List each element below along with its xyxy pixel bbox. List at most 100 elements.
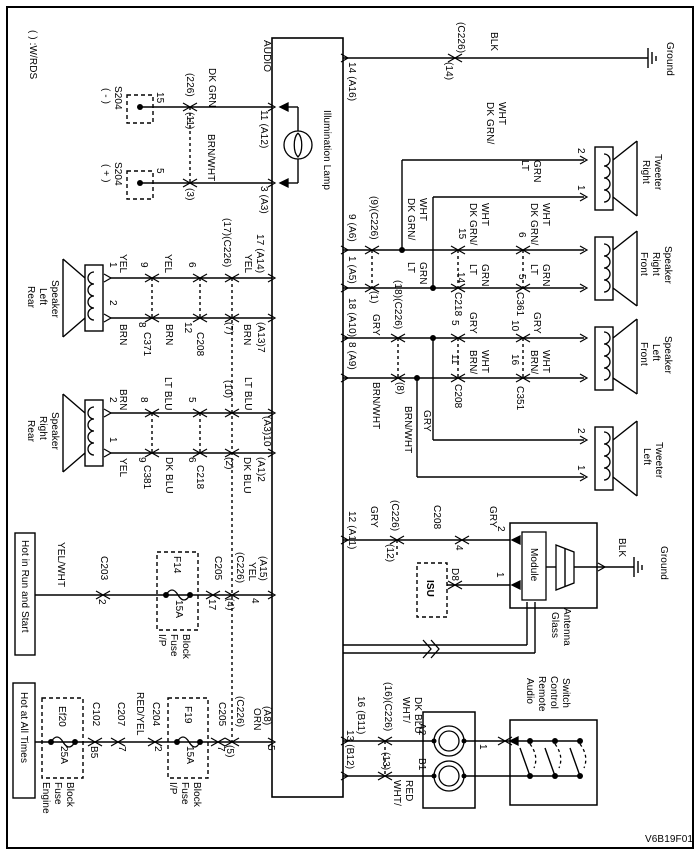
diagram-label: 8 (A9)	[346, 342, 357, 370]
diagram-label: (16)(C226)	[382, 682, 393, 732]
wire	[612, 318, 638, 339]
diagram-label: (11)	[184, 112, 195, 130]
diagram-label: WHT	[417, 198, 428, 222]
connector-chevron	[116, 737, 126, 747]
module-box	[521, 531, 547, 601]
diagram-label: RED	[403, 780, 414, 802]
diagram-label: C204	[150, 702, 161, 727]
connector-chevron	[267, 273, 277, 283]
wire	[519, 747, 531, 777]
connector-chevron	[340, 245, 350, 255]
diagram-label: 10	[509, 320, 520, 332]
diagram-label: BLK	[616, 538, 627, 558]
diagram-label: C205	[212, 556, 223, 581]
connector-chevron	[395, 535, 405, 545]
diagram-label: 12	[182, 322, 193, 334]
diagram-label: B5	[88, 746, 99, 759]
diagram-label: GRY	[421, 410, 432, 432]
diagram-label: 12 (A11)	[346, 511, 357, 550]
diagram-label: D8	[449, 568, 460, 581]
diagram-label: GRY	[368, 506, 379, 528]
connector-chevron	[370, 283, 380, 293]
connector-chevron	[267, 102, 277, 112]
diagram-label: C371	[141, 332, 152, 357]
remote-switch-box	[509, 719, 598, 806]
diagram-label: 4	[453, 545, 464, 551]
connector-chevron	[456, 373, 466, 383]
diagram-label: 8	[136, 322, 147, 328]
wire	[612, 230, 638, 251]
diagram-label: (226)	[184, 73, 195, 97]
junction-dot	[527, 738, 533, 744]
connector-chevron	[267, 737, 277, 747]
diagram-label: 11 (A12)	[258, 110, 269, 149]
diagram-label: BRN	[241, 324, 252, 346]
connector-chevron	[103, 313, 113, 323]
s204-plus-box	[126, 170, 154, 200]
diagram-label: (3)	[184, 188, 195, 201]
front-left-speaker-body	[594, 326, 614, 391]
diagram-label: BRN/WHT	[370, 382, 381, 430]
switch-arc-3	[579, 743, 587, 769]
diagram-label: YEL	[242, 254, 253, 274]
diagram-label: 1	[477, 744, 488, 750]
diagram-label: Hot at All Times	[18, 692, 29, 764]
connector-chevron	[267, 178, 277, 188]
diagram-label: GRY	[370, 314, 381, 336]
coil-rear-right	[87, 406, 95, 456]
connector-chevron	[103, 273, 113, 283]
connector-chevron	[579, 373, 589, 383]
diagram-label: 9 (A6)	[346, 214, 357, 242]
connector-chevron	[150, 313, 160, 323]
diagram-label: Speaker	[662, 336, 673, 374]
diagram-label: C218	[452, 292, 463, 317]
diagram-label: DK GRN/	[484, 102, 495, 145]
diagram-label: 1	[575, 465, 586, 471]
diagram-label: (A1)2	[255, 457, 266, 482]
diagram-label: F14	[171, 556, 182, 574]
ip-fuse-block-2-box	[167, 697, 209, 779]
connector-chevron	[340, 53, 350, 63]
diagram-label: Ground	[664, 42, 675, 76]
diagram-label: 15	[154, 92, 165, 104]
arrow-switch-in	[508, 735, 519, 747]
junction-dot	[414, 375, 420, 381]
diagram-label: 25A	[58, 746, 69, 765]
connector-chevron	[153, 737, 163, 747]
connector-chevron	[456, 283, 466, 293]
diagram-label: LT	[528, 264, 539, 276]
connector-chevron	[150, 408, 160, 418]
diagram-label: 6	[516, 232, 527, 238]
diagram-label: (14)	[443, 62, 454, 81]
diagram-label: DK GRN/	[405, 198, 416, 241]
junction-dot	[430, 335, 436, 341]
connector-chevron	[150, 273, 160, 283]
diagram-label: LT	[519, 160, 530, 172]
diagram-label: Block	[64, 782, 75, 807]
diagram-label: BRN	[117, 324, 128, 346]
diagram-label: Front	[638, 252, 649, 276]
diagram-label: 13 (B12)	[344, 730, 355, 770]
diagram-label: 2	[495, 526, 506, 532]
connector-chevron	[230, 737, 240, 747]
diagram-label: (A8)	[261, 706, 272, 726]
lamp-lens	[293, 132, 303, 158]
diagram-label: Remote	[536, 676, 547, 712]
junction-dot	[431, 773, 437, 779]
connector-chevron	[340, 283, 350, 293]
diagram-label: YEL	[117, 458, 128, 478]
diagram-label: Switch	[560, 678, 571, 709]
right-tweeter-body	[594, 146, 614, 211]
diagram-label: BRN	[163, 324, 174, 346]
diagram-label: 15A	[184, 746, 195, 765]
diagram-label: 3 (A3)	[258, 186, 269, 214]
diagram-label: C203	[98, 556, 109, 581]
connector-chevron	[198, 448, 208, 458]
diagram-label: LT	[405, 262, 416, 274]
connector-chevron	[267, 448, 277, 458]
connector-chevron	[340, 535, 350, 545]
diagram-label: WHT/	[400, 697, 411, 723]
diagram-label: WHT/	[391, 780, 402, 806]
diagram-label: Block	[180, 634, 191, 659]
